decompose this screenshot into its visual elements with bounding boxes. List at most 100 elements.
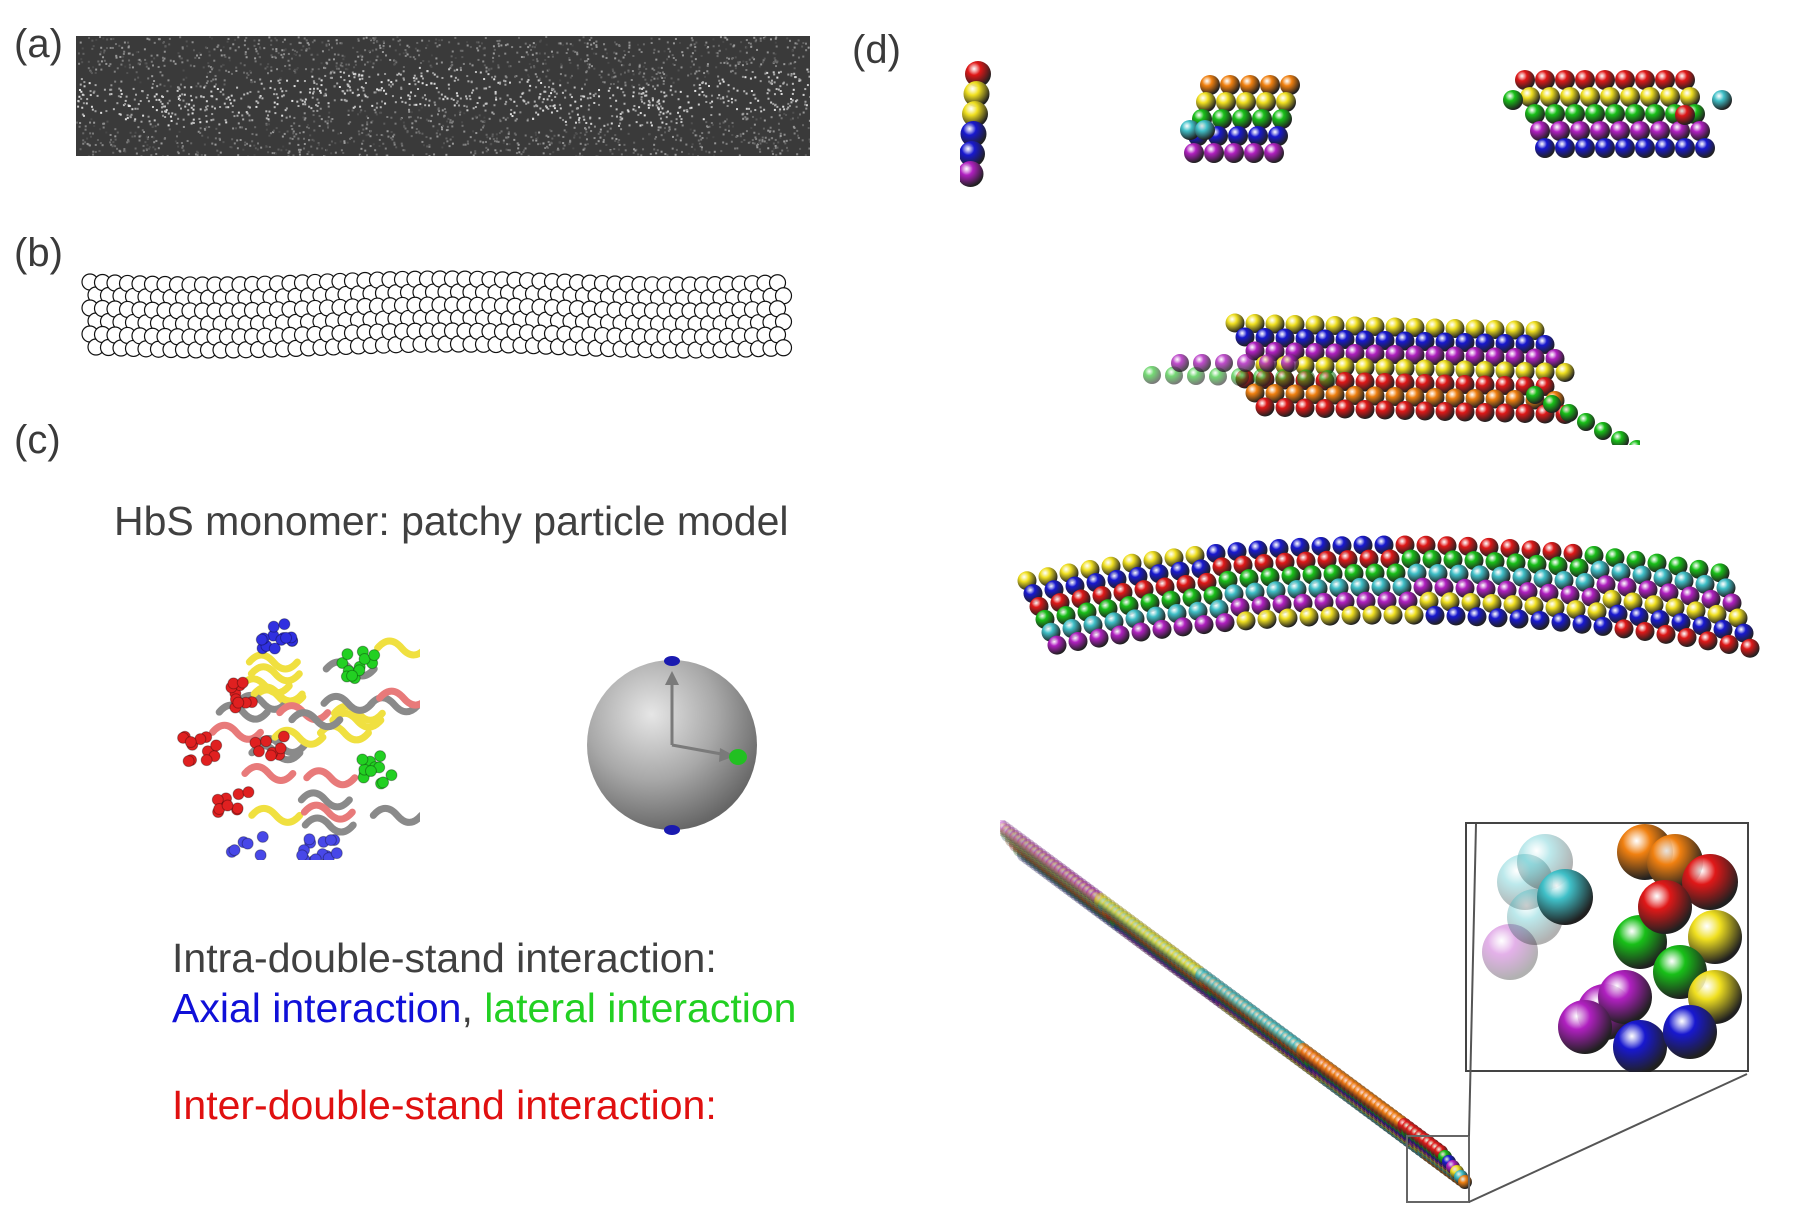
bead	[1689, 559, 1709, 579]
bead	[1355, 372, 1375, 392]
bead	[1635, 70, 1655, 90]
bead	[1712, 90, 1732, 110]
bead	[1740, 638, 1760, 658]
bead	[1275, 328, 1295, 348]
bead	[1630, 121, 1650, 141]
bead	[1257, 609, 1277, 629]
residue	[255, 633, 268, 646]
bead	[1475, 361, 1495, 380]
bead	[1252, 109, 1272, 129]
bead	[1275, 398, 1295, 417]
bead	[1560, 404, 1578, 422]
bead	[962, 101, 988, 127]
bead	[1535, 138, 1555, 158]
bead	[1485, 552, 1505, 572]
residue	[385, 769, 398, 782]
residue	[231, 802, 244, 815]
panel-b-label: (b)	[14, 231, 63, 275]
bead	[1143, 366, 1161, 384]
bead	[1245, 383, 1265, 403]
residue	[256, 830, 269, 843]
bead	[1525, 104, 1545, 124]
bead	[1228, 126, 1248, 146]
bead	[1278, 608, 1298, 628]
bead	[1638, 580, 1658, 600]
residue	[200, 754, 213, 767]
residue	[221, 799, 234, 812]
bead	[1285, 315, 1305, 334]
patchy-particle-image	[585, 655, 765, 855]
bead	[965, 61, 991, 87]
bead	[1674, 571, 1694, 591]
bead	[1555, 70, 1575, 90]
bead	[1295, 329, 1315, 348]
bead	[1686, 601, 1706, 621]
bead	[1255, 328, 1275, 347]
bead	[1467, 607, 1487, 627]
bead	[1659, 583, 1679, 603]
residue	[278, 618, 291, 631]
bead	[1497, 580, 1517, 600]
residue	[341, 648, 354, 661]
bead	[1425, 346, 1445, 365]
bead	[1281, 354, 1299, 372]
bead	[1325, 343, 1345, 363]
bead	[1319, 370, 1337, 388]
bead	[1551, 612, 1571, 632]
bead	[1572, 614, 1592, 634]
bead	[1355, 358, 1375, 377]
bead	[1195, 120, 1215, 140]
bead	[1653, 568, 1673, 588]
residue	[242, 786, 255, 799]
bead	[1110, 625, 1130, 645]
bead	[1320, 606, 1340, 626]
bead	[1698, 631, 1718, 651]
bead	[1506, 553, 1526, 573]
bead	[1668, 556, 1688, 576]
bead	[1611, 431, 1629, 445]
bead	[1605, 548, 1625, 568]
bead	[1437, 536, 1457, 556]
bead	[1575, 138, 1595, 158]
bead	[1315, 329, 1335, 349]
bead	[1566, 600, 1586, 620]
inset-connector-lines	[1390, 820, 1760, 1210]
bead	[1495, 361, 1515, 381]
bead	[1248, 126, 1268, 146]
bead	[1475, 375, 1495, 395]
residue	[368, 649, 381, 662]
residue	[267, 620, 280, 633]
bead	[1446, 606, 1466, 626]
bead	[1554, 571, 1574, 591]
bead	[1701, 589, 1721, 609]
monomer-model-title: HbS monomer: patchy particle model	[114, 498, 789, 544]
intra-strand-heading: Intra-double-stand interaction:	[172, 935, 717, 981]
bead	[1305, 315, 1325, 335]
bead	[1530, 611, 1550, 631]
bead	[1449, 564, 1469, 584]
bead	[1520, 87, 1540, 107]
bead	[1325, 316, 1345, 335]
bead	[1295, 398, 1315, 418]
bead	[1173, 617, 1193, 637]
bead	[1256, 92, 1276, 112]
residue	[184, 736, 197, 749]
residue	[296, 849, 309, 860]
bead	[1152, 619, 1172, 639]
bead	[1485, 320, 1505, 339]
bead	[1479, 537, 1499, 557]
bead	[1245, 314, 1265, 333]
bead	[1355, 400, 1375, 419]
bead	[1632, 565, 1652, 585]
bead	[1305, 385, 1325, 404]
bead	[1464, 551, 1484, 571]
bead	[1345, 386, 1365, 405]
bead	[1375, 400, 1395, 420]
bead	[1435, 374, 1455, 394]
bead	[1272, 109, 1292, 129]
bead	[1590, 121, 1610, 141]
bead	[1512, 567, 1532, 587]
bead	[1425, 318, 1445, 338]
bead	[1575, 573, 1595, 593]
bead	[1461, 593, 1481, 613]
